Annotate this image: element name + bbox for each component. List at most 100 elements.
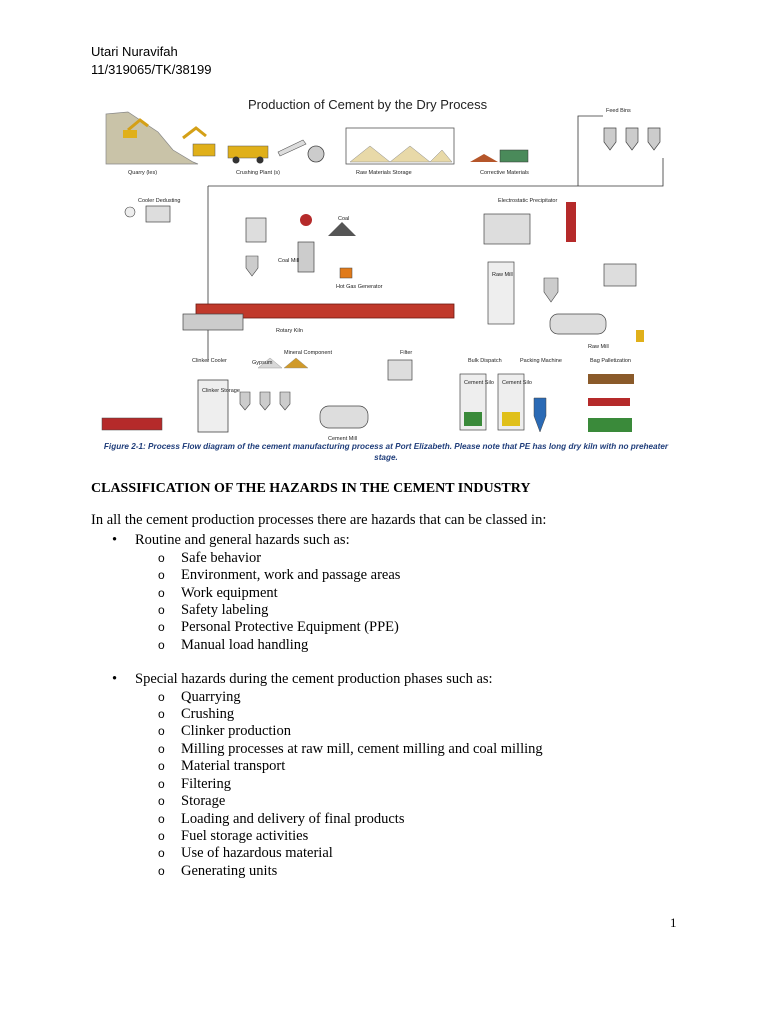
sub-bullet-marker: o: [158, 828, 165, 843]
sub-bullet-marker: o: [158, 637, 165, 652]
sub-bullet-marker: o: [158, 568, 165, 583]
hazard-item-text: Safety labeling: [181, 602, 269, 619]
document-header: Utari Nuravifah 11/319065/TK/38199: [91, 43, 211, 79]
hazard-item: o Work equipment: [135, 585, 691, 602]
excavator-arm: [127, 118, 149, 132]
page-number: 1: [670, 915, 677, 930]
hazard-item-text: Clinker production: [181, 723, 291, 740]
hazard-group: •Special hazards during the cement produ…: [91, 671, 691, 880]
hazard-item: o Manual load handling: [135, 637, 691, 654]
hazard-item-text: Manual load handling: [181, 636, 309, 653]
label-hot-gas: Hot Gas Generator: [336, 284, 383, 290]
label-filter: Filter: [400, 350, 412, 356]
raw-storage-shed: [345, 127, 455, 165]
label-coal-mill: Coal Mill: [278, 258, 299, 264]
label-raw-mill-2: Raw Mill: [588, 344, 609, 350]
hazard-item-text: Loading and delivery of final products: [181, 810, 405, 827]
label-clinker-storage: Clinker Storage: [202, 388, 240, 394]
sub-bullet-marker: o: [158, 846, 165, 861]
hazard-item-text: Personal Protective Equipment (PPE): [181, 619, 399, 636]
coal-filter-icon: [245, 217, 267, 243]
label-raw-storage: Raw Materials Storage: [356, 170, 412, 176]
coal-cyclone-icon: [245, 255, 259, 277]
coal-burner-icon: [300, 214, 312, 226]
coal-pile-icon: [328, 222, 356, 236]
label-feed-bins: Feed Bins: [606, 108, 631, 114]
label-cement-silo-1: Cement Silo: [464, 380, 494, 386]
label-coal: Coal: [338, 216, 349, 222]
filter-unit-icon: [387, 359, 413, 381]
label-cooler-dedusting: Cooler Dedusting: [138, 198, 181, 204]
figure-caption: Figure 2-1: Process Flow diagram of the …: [103, 442, 669, 462]
label-crushing: Crushing Plant (s): [236, 170, 280, 176]
raw-material-bin-icon: [636, 330, 644, 342]
sub-bullet-marker: o: [158, 689, 165, 704]
label-raw-mill: Raw Mill: [492, 272, 513, 278]
coal-mill-icon: [297, 241, 315, 273]
hazard-item: o Personal Protective Equipment (PPE): [135, 619, 691, 636]
fan-icon: [124, 206, 136, 218]
hazard-item-text: Use of hazardous material: [181, 845, 333, 862]
hazards-body: In all the cement production processes t…: [91, 512, 691, 880]
sub-bullet-marker: o: [158, 741, 165, 756]
rotary-kiln-icon: [195, 303, 455, 319]
hazard-item-text: Fuel storage activities: [181, 827, 309, 844]
hazard-item: o Crushing: [135, 706, 691, 723]
bullet-marker: •: [112, 532, 118, 549]
sub-bullet-marker: o: [158, 707, 165, 722]
mineral-pile-icon: [283, 357, 309, 369]
raw-mill-cyclone-icon: [543, 277, 559, 303]
hazard-item-text: Storage: [181, 793, 226, 810]
label-rotary-kiln: Rotary Kiln: [276, 328, 303, 334]
sub-bullet-marker: o: [158, 811, 165, 826]
section-title: CLASSIFICATION OF THE HAZARDS IN THE CEM…: [91, 481, 531, 496]
hazard-item-text: Quarrying: [181, 688, 241, 705]
gypsum-pile-icon: [257, 357, 283, 369]
loader-arm: [182, 126, 207, 140]
sub-bullet-marker: o: [158, 585, 165, 600]
packing-machine-icon: [533, 397, 547, 433]
hazard-item-text: Material transport: [181, 758, 286, 775]
feed-bins-icon: [603, 127, 661, 151]
delivery-truck-icon: [499, 149, 529, 163]
trailer-icon: [588, 398, 630, 406]
sub-bullet-marker: o: [158, 550, 165, 565]
stack-icon: [566, 202, 576, 242]
label-cement-mill: Cement Mill: [328, 436, 357, 442]
hazard-item: o Loading and delivery of final products: [135, 811, 691, 828]
crusher-icon: [307, 145, 325, 163]
hazard-item-text: Crushing: [181, 706, 235, 723]
cement-mill-icon: [319, 405, 369, 429]
corrective-pile-icon: [470, 154, 498, 162]
bulk-truck-icon: [464, 412, 482, 426]
sub-bullet-marker: o: [158, 759, 165, 774]
raw-mill-ball-icon: [549, 313, 607, 335]
hazard-item: o Quarrying: [135, 689, 691, 706]
conveyor-icon: [277, 139, 307, 157]
label-cement-silo-2: Cement Silo: [502, 380, 532, 386]
bullet-marker: •: [112, 671, 118, 688]
raw-mill-tower-icon: [487, 261, 515, 325]
hot-gas-generator-icon: [339, 267, 353, 279]
sub-bullet-marker: o: [158, 603, 165, 618]
hazard-group-label: Routine and general hazards such as:: [135, 532, 350, 549]
label-electrostatic: Electrostatic Precipitator: [498, 198, 557, 204]
quarry-hill: [105, 111, 199, 165]
hazard-item-text: Work equipment: [181, 584, 278, 601]
sub-bullet-marker: o: [158, 776, 165, 791]
bulk-truck-2-icon: [502, 412, 520, 426]
hazard-item: o Material transport: [135, 758, 691, 775]
label-clinker-cooler: Clinker Cooler: [192, 358, 227, 364]
electrostatic-precipitator-icon: [483, 213, 531, 245]
raw-mill-filter-icon: [603, 263, 637, 287]
process-flow-diagram: Production of Cement by the Dry Process …: [88, 92, 678, 464]
sub-bullet-marker: o: [158, 620, 165, 635]
sub-bullet-marker: o: [158, 724, 165, 739]
